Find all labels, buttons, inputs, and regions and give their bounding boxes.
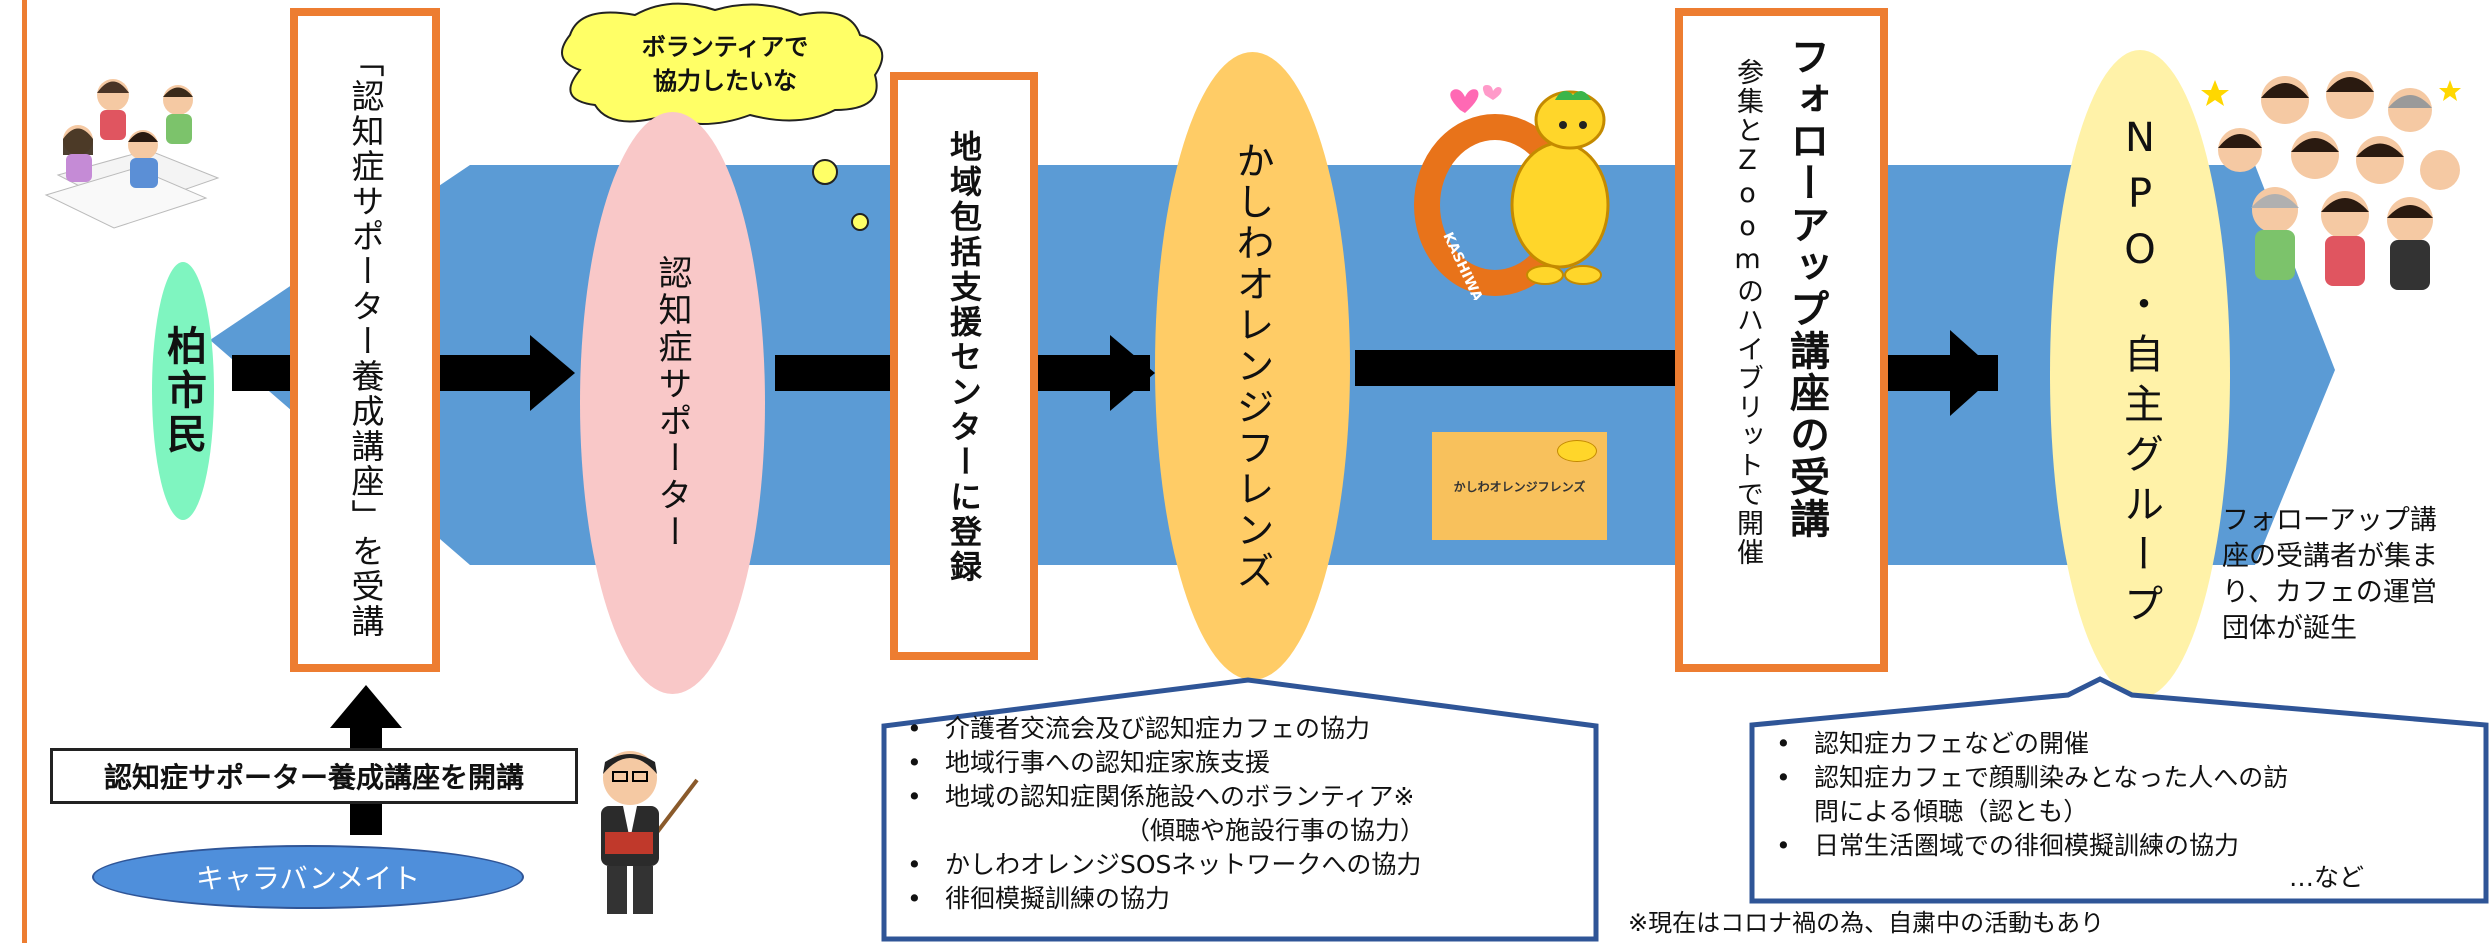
left-border-line [22, 0, 27, 943]
friends-activity-1: 介護者交流会及び認知症カフェの協力 [893, 712, 1583, 746]
connector-friends-followup [1355, 350, 1675, 386]
arrow-course-to-supporter [440, 335, 575, 411]
citizen-label: 柏市民 [160, 325, 206, 457]
orange-friends-label: かしわオレンジフレンズ [1230, 140, 1274, 592]
mascot-illustration: KASHIWA [1414, 85, 1610, 300]
npo-note-line-4: 団体が誕生 [2222, 613, 2357, 644]
logo-mascot-icon [1557, 440, 1597, 462]
friends-activities: 介護者交流会及び認知症カフェの協力 地域行事への認知症家族支援 地域の認知症関係… [893, 712, 1583, 916]
friends-activity-2: 地域行事への認知症家族支援 [893, 746, 1583, 780]
npo-note: フォローアップ講 座の受講者が集ま り、カフェの運営 団体が誕生 [2222, 503, 2438, 647]
npo-activities-etc: …など [2288, 863, 2364, 892]
bubble-line-2: 協力したいな [653, 67, 797, 95]
followup-title: フォローアップ講座の受講 [1783, 36, 1829, 540]
friends-activity-5: 徘徊模擬訓練の協力 [893, 882, 1583, 916]
npo-activities: 認知症カフェなどの開催 認知症カフェで顔馴染みとなった人への訪 問による傾聴（認… [1762, 727, 2474, 893]
teacher-illustration [601, 751, 699, 914]
open-course-label: 認知症サポーター養成講座を開講 [103, 761, 524, 794]
friends-logo-card: かしわオレンジフレンズ [1432, 432, 1607, 540]
npo-activity-2: 認知症カフェで顔馴染みとなった人への訪 [1762, 761, 2474, 795]
supporter-node: 認知症サポーター [580, 112, 765, 694]
npo-activity-2-continued: 問による傾聴（認とも） [1814, 797, 2089, 826]
npo-node: NPO・自主グループ [2050, 50, 2230, 698]
register-label: 地域包括支援センターに登録 [945, 130, 983, 585]
arrow-followup-to-npo [1888, 330, 1998, 416]
course-label: 「認知症サポーター養成講座」を受講 [346, 44, 385, 639]
friends-activity-3: 地域の認知症関係施設へのボランティア※ [893, 780, 1583, 814]
footnote: ※現在はコロナ禍の為、自粛中の活動もあり [1628, 909, 2105, 937]
open-course-box: 認知症サポーター養成講座を開講 [50, 748, 578, 804]
register-box: 地域包括支援センターに登録 [890, 72, 1038, 660]
supporter-label: 認知症サポーター [652, 255, 692, 551]
citizens-illustration [44, 79, 220, 229]
course-box: 「認知症サポーター養成講座」を受講 [290, 8, 440, 672]
orange-friends-node: かしわオレンジフレンズ [1155, 52, 1350, 680]
npo-label: NPO・自主グループ [2117, 115, 2163, 633]
followup-box: フォローアップ講座の受講 参集とZoomのハイブリットで開催 [1675, 8, 1888, 672]
connector-citizen-course [232, 355, 290, 391]
followup-subtitle: 参集とZoomのハイブリットで開催 [1732, 58, 1763, 567]
caravan-mate-node: キャラバンメイト [92, 845, 524, 909]
npo-note-line-1: フォローアップ講 [2222, 505, 2437, 536]
friends-logo-text: かしわオレンジフレンズ [1453, 479, 1586, 494]
friends-activity-4: かしわオレンジSOSネットワークへの協力 [893, 848, 1583, 882]
caravan-mate-label: キャラバンメイト [195, 862, 421, 895]
npo-activity-1: 認知症カフェなどの開催 [1762, 727, 2474, 761]
friends-activity-3-note: （傾聴や施設行事の協力） [1125, 816, 1426, 845]
crowd-illustration [2201, 71, 2461, 290]
bubble-line-1: ボランティアで [641, 33, 809, 61]
npo-activity-3: 日常生活圏域での徘徊模擬訓練の協力 [1762, 829, 2474, 863]
npo-note-line-2: 座の受講者が集ま [2222, 541, 2438, 572]
npo-note-line-3: り、カフェの運営 [2222, 577, 2437, 608]
citizen-node: 柏市民 [152, 262, 214, 520]
bubble-text: ボランティアで 協力したいな [600, 30, 850, 98]
